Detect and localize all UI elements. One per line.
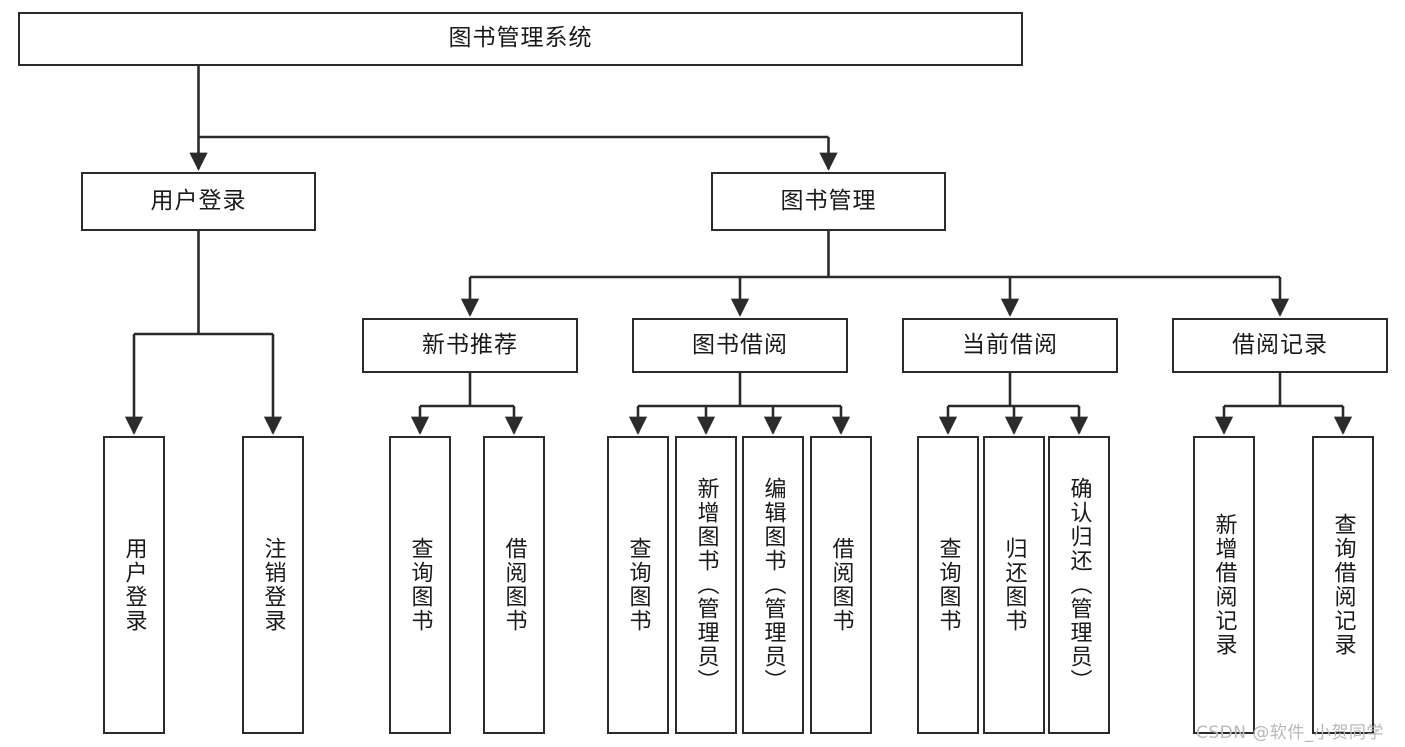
node-leaf-borrow-book-1[interactable]: 借阅图书 bbox=[483, 436, 545, 734]
node-label: 新书推荐 bbox=[422, 331, 518, 358]
node-leaf-edit-book[interactable]: 编辑图书（管理员） bbox=[742, 436, 804, 734]
node-book-borrow[interactable]: 图书借阅 bbox=[632, 318, 848, 373]
node-book-manage[interactable]: 图书管理 bbox=[711, 172, 946, 231]
node-label: 注销登录 bbox=[260, 537, 286, 633]
node-leaf-confirm-return[interactable]: 确认归还（管理员） bbox=[1048, 436, 1110, 734]
node-label: 图书管理系统 bbox=[448, 25, 593, 52]
node-borrow-record[interactable]: 借阅记录 bbox=[1172, 318, 1388, 373]
node-label: 查询图书 bbox=[407, 537, 433, 633]
node-label: 用户登录 bbox=[121, 537, 147, 633]
node-label: 确认归还（管理员） bbox=[1066, 477, 1092, 693]
node-new-book-rec[interactable]: 新书推荐 bbox=[362, 318, 578, 373]
node-leaf-query-book-3[interactable]: 查询图书 bbox=[917, 436, 979, 734]
node-label: 图书借阅 bbox=[692, 331, 788, 358]
node-label: 借阅图书 bbox=[828, 537, 854, 633]
node-leaf-query-book-2[interactable]: 查询图书 bbox=[607, 436, 669, 734]
node-label: 用户登录 bbox=[150, 187, 247, 214]
node-label: 当前借阅 bbox=[962, 331, 1058, 358]
node-label: 编辑图书（管理员） bbox=[760, 477, 786, 693]
node-root[interactable]: 图书管理系统 bbox=[18, 12, 1023, 66]
node-user-login[interactable]: 用户登录 bbox=[81, 172, 316, 231]
node-label: 查询图书 bbox=[625, 537, 651, 633]
node-label: 图书管理 bbox=[780, 187, 877, 214]
csdn-watermark: CSDN @软件_小贺同学 bbox=[1196, 723, 1384, 743]
node-leaf-user-logout[interactable]: 注销登录 bbox=[242, 436, 304, 734]
node-label: 借阅记录 bbox=[1232, 331, 1328, 358]
node-label: 归还图书 bbox=[1001, 537, 1027, 633]
node-label: 查询图书 bbox=[935, 537, 961, 633]
node-label: 新增借阅记录 bbox=[1211, 513, 1237, 657]
node-leaf-user-login[interactable]: 用户登录 bbox=[103, 436, 165, 734]
node-current-borrow[interactable]: 当前借阅 bbox=[902, 318, 1118, 373]
node-leaf-query-record[interactable]: 查询借阅记录 bbox=[1312, 436, 1374, 734]
node-leaf-borrow-book-2[interactable]: 借阅图书 bbox=[810, 436, 872, 734]
node-leaf-query-book-1[interactable]: 查询图书 bbox=[389, 436, 451, 734]
node-leaf-add-record[interactable]: 新增借阅记录 bbox=[1193, 436, 1255, 734]
node-label: 新增图书（管理员） bbox=[693, 477, 719, 693]
node-leaf-return-book[interactable]: 归还图书 bbox=[983, 436, 1045, 734]
node-leaf-add-book[interactable]: 新增图书（管理员） bbox=[675, 436, 737, 734]
node-label: 查询借阅记录 bbox=[1330, 513, 1356, 657]
node-label: 借阅图书 bbox=[501, 537, 527, 633]
